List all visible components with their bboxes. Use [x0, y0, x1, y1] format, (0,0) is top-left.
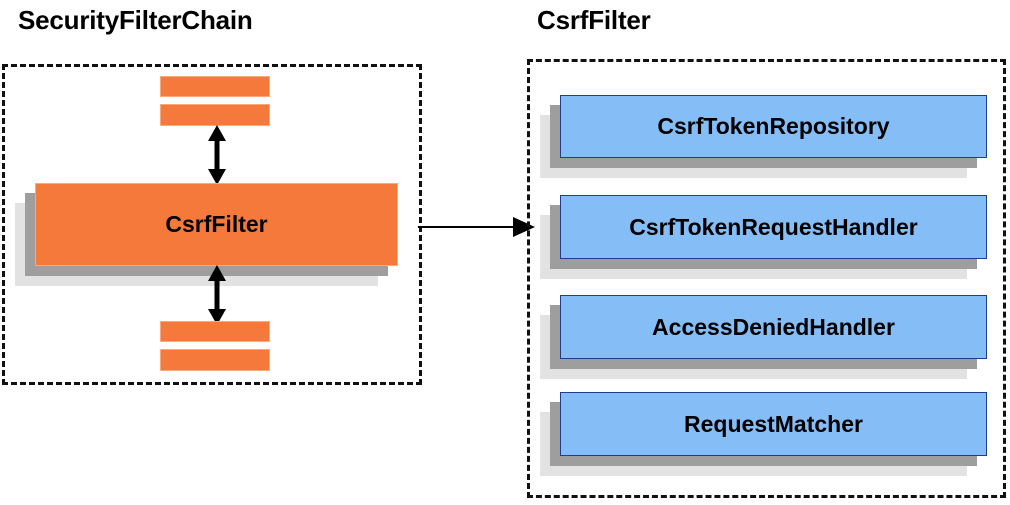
double-arrow-above [208, 125, 226, 185]
group-box-security-filter-chain [2, 64, 422, 385]
filter-bar-above-1 [160, 76, 270, 97]
filter-bar-below-1 [160, 321, 270, 342]
component-label: CsrfTokenRepository [657, 113, 890, 139]
component-csrftokenrequesthandler[interactable]: CsrfTokenRequestHandler [540, 195, 987, 279]
component-csrftokenrepository[interactable]: CsrfTokenRepository [540, 95, 987, 178]
component-label: CsrfFilter [165, 211, 268, 237]
component-face: CsrfTokenRequestHandler [560, 195, 987, 259]
component-face: AccessDeniedHandler [560, 295, 987, 359]
panel-title-csrf-filter: CsrfFilter [537, 5, 651, 35]
group-box-csrf-filter [527, 59, 1006, 498]
component-csrffilter[interactable]: CsrfFilter [15, 183, 398, 286]
component-face: RequestMatcher [560, 392, 987, 456]
component-label: RequestMatcher [684, 410, 863, 437]
filter-bar-above-2 [160, 104, 270, 126]
double-arrow-below [208, 265, 226, 325]
panel-title-security-filter-chain: SecurityFilterChain [18, 5, 253, 35]
component-label: AccessDeniedHandler [652, 313, 895, 340]
component-label: CsrfTokenRequestHandler [629, 213, 918, 240]
filter-bar-below-2 [160, 349, 270, 371]
component-face: CsrfFilter [35, 183, 398, 266]
component-requestmatcher[interactable]: RequestMatcher [540, 392, 987, 476]
component-accessdeniedhandler[interactable]: AccessDeniedHandler [540, 295, 987, 379]
connector-arrow-right [418, 217, 535, 237]
component-face: CsrfTokenRepository [560, 95, 987, 158]
